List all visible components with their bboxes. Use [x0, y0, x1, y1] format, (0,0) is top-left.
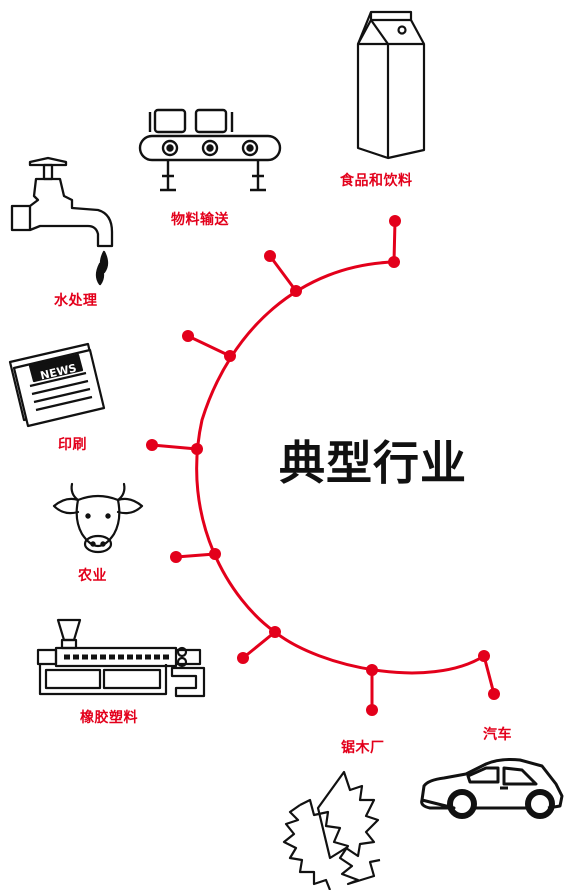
dot: [366, 704, 378, 716]
dot: [224, 350, 236, 362]
branch-print: [150, 443, 199, 451]
label-water-treatment: 水处理: [54, 293, 98, 309]
label-material-handling: 物料输送: [171, 212, 229, 228]
branch-rubber: [241, 630, 277, 660]
dot: [366, 664, 378, 676]
dot: [478, 650, 490, 662]
car-icon: [420, 758, 564, 819]
dot: [237, 652, 249, 664]
extruder-icon: [36, 618, 206, 698]
dot: [488, 688, 500, 700]
dot: [388, 256, 400, 268]
label-food-beverage: 食品和饮料: [340, 173, 413, 189]
dot: [264, 250, 276, 262]
dot: [146, 439, 158, 451]
branch-agri: [174, 552, 217, 559]
newspaper-icon: [8, 342, 106, 428]
label-printing: 印刷: [58, 437, 87, 453]
conveyor-icon: [138, 108, 282, 192]
dot: [191, 443, 203, 455]
hub-dots: [146, 215, 500, 716]
diagram-title: 典型行业: [279, 436, 467, 490]
branch-conveyor: [268, 254, 298, 293]
dot: [170, 551, 182, 563]
dot: [182, 330, 194, 342]
branch-food: [392, 219, 397, 264]
branch-water: [186, 334, 232, 358]
label-sawmill: 锯木厂: [341, 740, 385, 756]
faucet-icon: [10, 156, 114, 286]
dot: [389, 215, 401, 227]
dot: [269, 626, 281, 638]
saw-tree-icon: [282, 770, 381, 890]
label-agriculture: 农业: [78, 568, 107, 584]
cow-icon: [52, 482, 144, 554]
dot: [209, 548, 221, 560]
branch-car: [482, 654, 496, 696]
milk-carton-icon: [356, 10, 426, 160]
dot: [290, 285, 302, 297]
label-automotive: 汽车: [483, 727, 512, 743]
label-rubber-plastics: 橡胶塑料: [80, 710, 138, 726]
